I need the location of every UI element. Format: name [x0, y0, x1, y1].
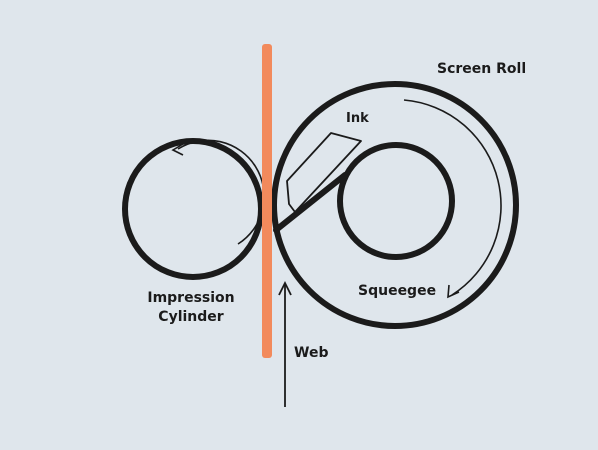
web-strip	[262, 44, 272, 358]
ink-label: Ink	[346, 111, 369, 126]
screen-rotation-arrow	[403, 99, 502, 296]
squeegee-roll	[337, 142, 455, 260]
screen-roll-label: Screen Roll	[437, 61, 527, 77]
web-arrowhead	[278, 280, 292, 296]
squeegee-blade	[273, 172, 348, 233]
web-label: Web	[294, 345, 329, 361]
impression-arrowhead	[171, 143, 184, 156]
screen-roll	[271, 81, 519, 329]
ink-reservoir	[286, 132, 362, 213]
impression-label-line2: Cylinder	[158, 308, 224, 325]
impression-rotation-arrow	[177, 139, 265, 245]
impression-cylinder-label: Impression Cylinder	[146, 289, 236, 327]
impression-label-line1: Impression	[147, 290, 235, 306]
squeegee-label: Squeegee	[358, 283, 437, 299]
screen-arrowhead	[447, 284, 460, 299]
impression-cylinder	[122, 138, 264, 280]
